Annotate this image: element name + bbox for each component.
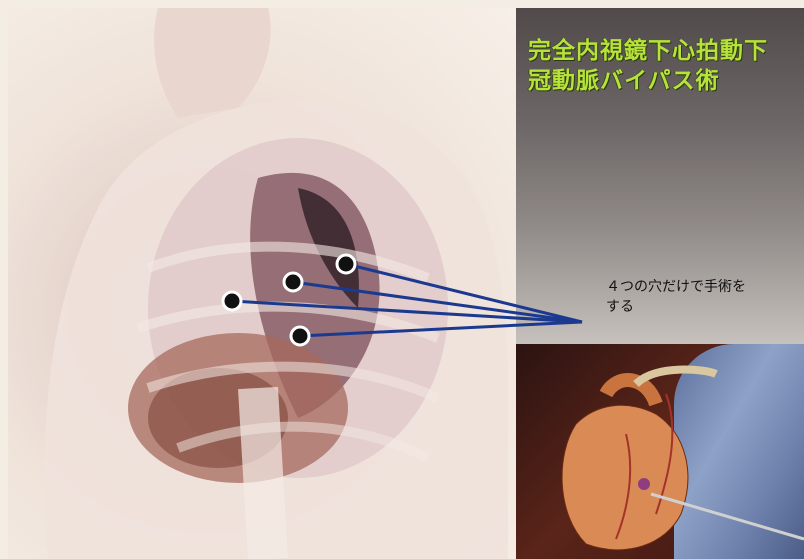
port-marker: [223, 292, 241, 310]
caption-text: ４つの穴だけで手術を する: [606, 277, 796, 317]
port-marker: [284, 273, 302, 291]
page-title: 完全内視鏡下心拍動下 冠動脈バイパス術: [528, 36, 798, 96]
port-marker: [291, 327, 309, 345]
port-marker: [337, 255, 355, 273]
